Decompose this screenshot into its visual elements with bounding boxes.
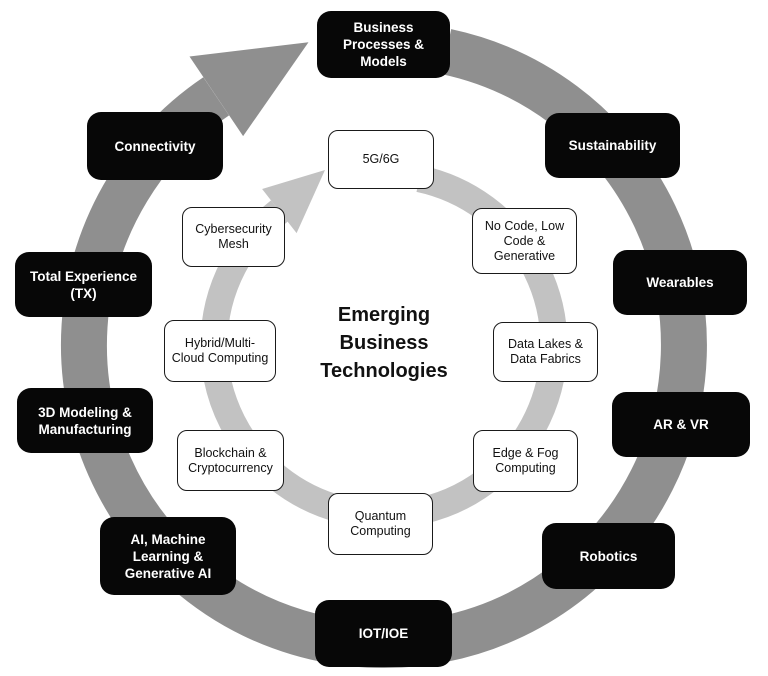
outer-node-3d-modeling-manufacturing: 3D Modeling & Manufacturing (17, 388, 153, 453)
inner-node-data-lakes-data-fabrics: Data Lakes & Data Fabrics (493, 322, 598, 382)
diagram-title: Emerging Business Technologies (320, 304, 448, 382)
outer-node-iot-ioe: IOT/IOE (315, 600, 452, 667)
inner-node-quantum-computing: Quantum Computing (328, 493, 433, 555)
inner-node-edge-fog-computing: Edge & Fog Computing (473, 430, 578, 492)
outer-node-business-processes-models: Business Processes & Models (317, 11, 450, 78)
outer-node-robotics: Robotics (542, 523, 675, 589)
inner-node-5g-6g: 5G/6G (328, 130, 434, 189)
outer-node-connectivity: Connectivity (87, 112, 223, 180)
inner-node-blockchain-cryptocurrency: Blockchain & Cryptocurrency (177, 430, 284, 491)
outer-arrowhead-icon (189, 42, 309, 137)
inner-node-hybrid-multi-cloud-computing: Hybrid/Multi-Cloud Computing (164, 320, 276, 382)
outer-node-total-experience-tx: Total Experience (TX) (15, 252, 152, 317)
inner-arrowhead-icon (262, 170, 325, 234)
outer-node-wearables: Wearables (613, 250, 747, 315)
outer-node-ai-machine-learning-generative-ai: AI, Machine Learning & Generative AI (100, 517, 236, 595)
outer-node-sustainability: Sustainability (545, 113, 680, 178)
outer-node-ar-vr: AR & VR (612, 392, 750, 457)
inner-node-no-code-low-code-generative: No Code, Low Code & Generative (472, 208, 577, 274)
inner-node-cybersecurity-mesh: Cybersecurity Mesh (182, 207, 285, 267)
